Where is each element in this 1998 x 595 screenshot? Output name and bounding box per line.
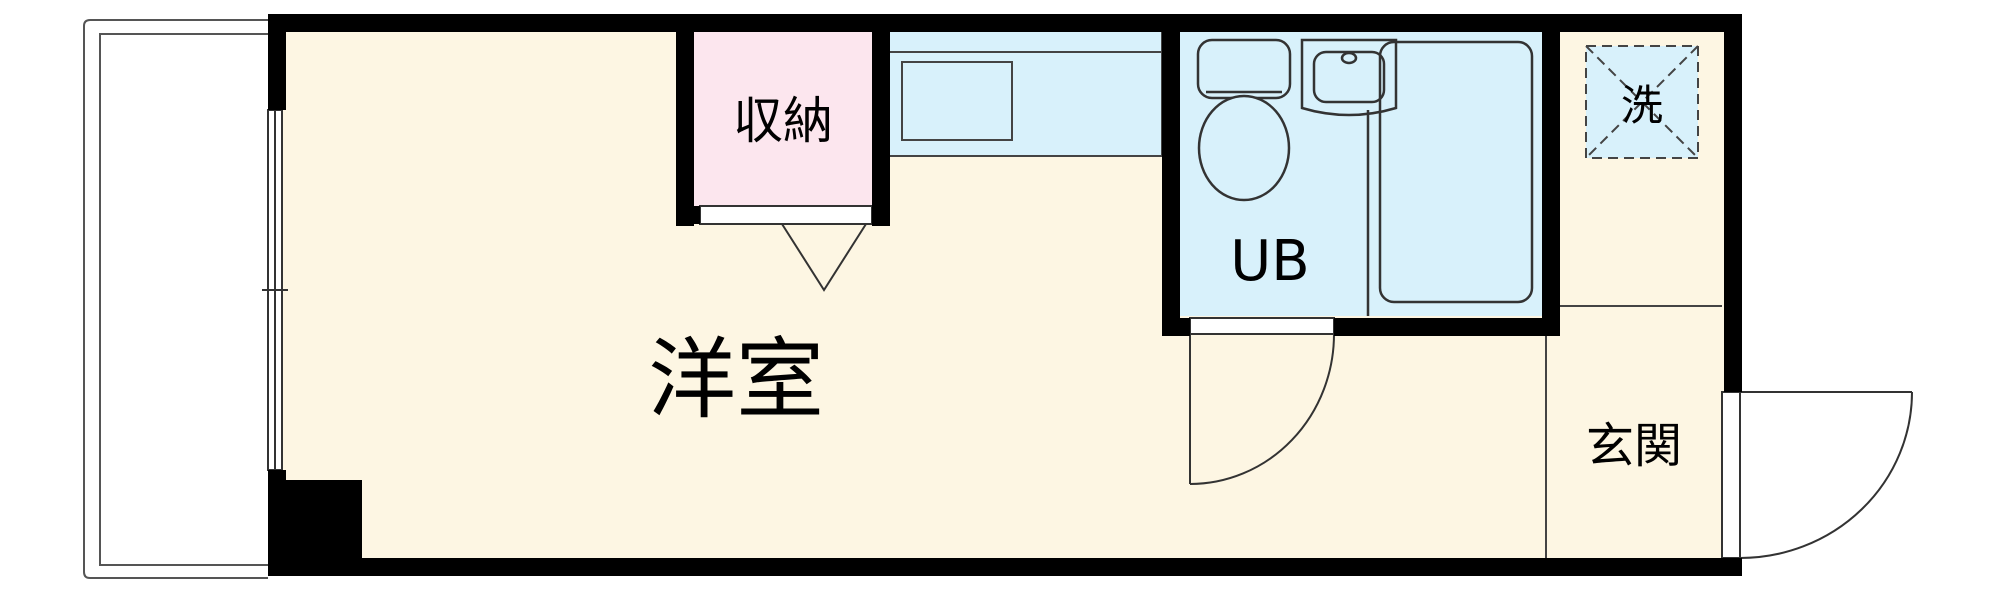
washer-pan-icon bbox=[1585, 45, 1699, 159]
wash-basin-icon bbox=[1300, 38, 1398, 117]
toilet-icon bbox=[1196, 38, 1292, 202]
bathtub-icon bbox=[1366, 40, 1534, 316]
walls bbox=[268, 14, 1742, 576]
room-label-storage: 収納 bbox=[733, 92, 833, 150]
entrance-step-lines bbox=[1545, 305, 1722, 558]
kitchen-sink bbox=[882, 51, 1162, 141]
room-label-entrance: 玄関 bbox=[1586, 418, 1682, 474]
entrance-door bbox=[1721, 391, 1913, 559]
balcony bbox=[83, 19, 268, 579]
room-label-western: 洋室 bbox=[648, 328, 824, 431]
room-label-washer: 洗 bbox=[1621, 81, 1663, 130]
floor-storage bbox=[690, 30, 882, 208]
room-label-unit-bath: UB bbox=[1230, 229, 1309, 294]
kitchen-counter bbox=[881, 29, 1163, 157]
